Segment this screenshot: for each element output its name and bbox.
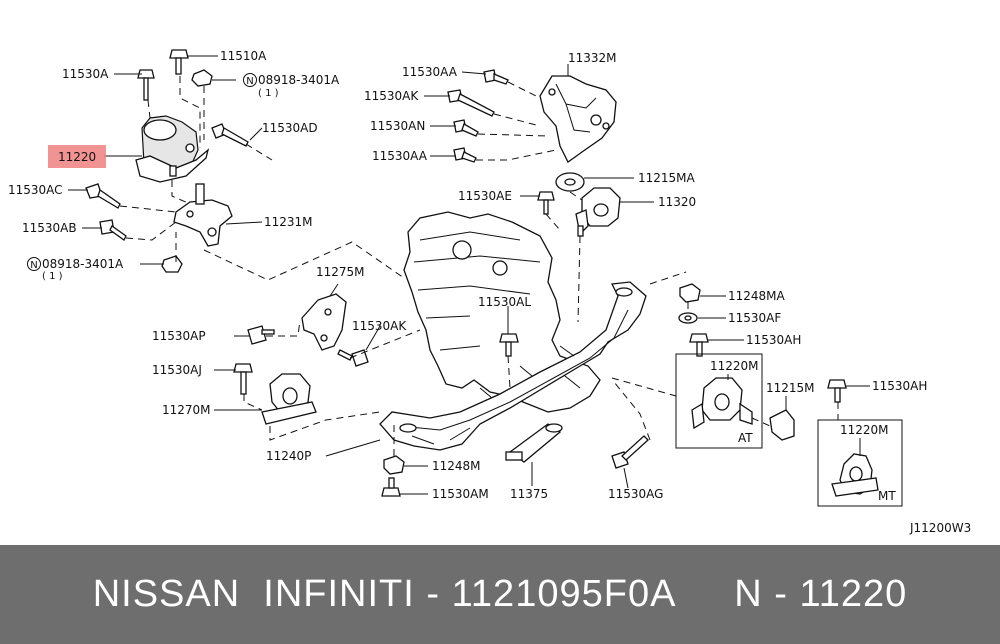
bolt-11530AC-illustration: [85, 183, 121, 209]
label-11375[interactable]: 11375: [510, 487, 548, 501]
bracket-11332M-illustration: [539, 75, 617, 163]
label-11530AB[interactable]: 11530AB: [22, 221, 77, 235]
banner-ref-number: 11220: [799, 573, 908, 615]
at-variant-box: [675, 353, 763, 449]
bolts-11530AA-AK-AN-illustration: [447, 69, 555, 215]
banner-separator-2: -: [762, 573, 800, 615]
label-11530AH-2[interactable]: 11530AH: [872, 379, 927, 393]
banner-gap: [676, 573, 734, 616]
bolt-11530A-illustration: [137, 69, 155, 101]
bolt-11530AG-illustration: [611, 435, 649, 469]
label-11530A[interactable]: 11530A: [62, 67, 109, 81]
label-11530AF[interactable]: 11530AF: [728, 311, 781, 325]
label-11220[interactable]: 11220: [58, 150, 96, 164]
bolt-11530AB-illustration: [99, 219, 127, 241]
label-11240P[interactable]: 11240P: [266, 449, 311, 463]
label-11530AD[interactable]: 11530AD: [262, 121, 318, 135]
bracket-11231M-illustration: [173, 183, 233, 247]
engine-mount-11220-illustration: [135, 115, 210, 183]
label-11530AC[interactable]: 11530AC: [8, 183, 63, 197]
parts-diagram: N N 11530A 11510A 08918-3401A ( 1 ) 1153…: [8, 49, 971, 535]
label-11248MA[interactable]: 11248MA: [728, 289, 786, 303]
label-11530AG[interactable]: 11530AG: [608, 487, 663, 501]
n-mark-top: N: [246, 76, 253, 87]
bracket-11275M-illustration: [301, 293, 347, 351]
label-11530AK-top[interactable]: 11530AK: [364, 89, 419, 103]
nut-11248MA-illustration: [679, 283, 701, 303]
label-11530AM[interactable]: 11530AM: [432, 487, 489, 501]
label-11530AE[interactable]: 11530AE: [458, 189, 512, 203]
part-11220-highlight: [48, 145, 106, 168]
bolt-11510A-illustration: [169, 49, 189, 75]
label-11320[interactable]: 11320: [658, 195, 696, 209]
label-11248M[interactable]: 11248M: [432, 459, 481, 473]
label-11220M-at[interactable]: 11220M: [710, 359, 759, 373]
label-08918-top-qty: ( 1 ): [258, 88, 279, 99]
label-11332M[interactable]: 11332M: [568, 51, 617, 65]
label-11215M[interactable]: 11215M: [766, 381, 815, 395]
mount-11320-illustration: [575, 187, 621, 237]
n-mark-bottom: N: [30, 260, 37, 271]
engine-block-illustration: [403, 211, 601, 413]
label-11530AK-mid[interactable]: 11530AK: [352, 319, 407, 333]
label-11530AA[interactable]: 11530AA: [402, 65, 458, 79]
bolts-11530AP-AJ-AK-illustration: [233, 325, 369, 395]
banner-brand: NISSAN INFINITI: [92, 573, 415, 615]
n-mark-bottom-circle-icon: [27, 257, 41, 271]
label-11275M[interactable]: 11275M: [316, 265, 365, 279]
label-11231M[interactable]: 11231M: [264, 215, 313, 229]
banner-separator-1: -: [414, 573, 452, 615]
diagram-code: J11200W3: [909, 521, 971, 535]
bolt-11530AH-1-illustration: [689, 333, 709, 357]
label-11530AJ[interactable]: 11530AJ: [152, 363, 202, 377]
bolt-11530AL-illustration: [499, 333, 519, 357]
label-11510A[interactable]: 11510A: [220, 49, 267, 63]
bolt-11530AH-2-illustration: [827, 379, 847, 403]
label-11530AN[interactable]: 11530AN: [370, 119, 425, 133]
label-08918-bottom-qty: ( 1 ): [42, 271, 63, 282]
mount-11220M-mt-illustration: [831, 453, 879, 497]
label-11220M-mt[interactable]: 11220M: [840, 423, 889, 437]
leader-lines: [68, 55, 870, 495]
label-11530AP[interactable]: 11530AP: [152, 329, 206, 343]
bolt-11530AD-illustration: [211, 123, 249, 147]
washer-11215MA-illustration: [555, 172, 585, 192]
rod-11375-illustration: [505, 423, 563, 463]
dashed-guide-lines: [119, 76, 839, 456]
mt-variant-box: [817, 419, 903, 507]
crossmember-11240P-illustration: [379, 281, 647, 451]
label-08918-top[interactable]: 08918-3401A: [258, 73, 340, 87]
label-at: AT: [738, 431, 753, 445]
nut-08918-bot-illustration: [161, 255, 183, 273]
label-11270M[interactable]: 11270M: [162, 403, 211, 417]
n-mark-top-circle-icon: [243, 73, 257, 87]
bolt-11530AM-illustration: [381, 477, 401, 497]
mount-11270M-illustration: [261, 373, 317, 425]
mount-11220M-at-illustration: [691, 377, 753, 430]
nut-08918-top-illustration: [191, 69, 213, 87]
banner-ref-letter: N: [734, 573, 763, 615]
label-11530AH-1[interactable]: 11530AH: [746, 333, 801, 347]
nut-11248M-illustration: [383, 455, 405, 475]
label-mt: MT: [878, 489, 896, 503]
label-08918-bottom[interactable]: 08918-3401A: [42, 257, 124, 271]
banner-part-number: 1121095F0A: [451, 573, 677, 615]
part-number-banner: NISSAN INFINITI - 1121095F0A N - 11220: [0, 545, 1000, 644]
bracket-11215M-illustration: [769, 409, 795, 441]
washer-11530AF-illustration: [678, 312, 698, 324]
label-11215MA[interactable]: 11215MA: [638, 171, 696, 185]
label-11530AL[interactable]: 11530AL: [478, 295, 531, 309]
label-11530AA-second[interactable]: 11530AA: [372, 149, 428, 163]
